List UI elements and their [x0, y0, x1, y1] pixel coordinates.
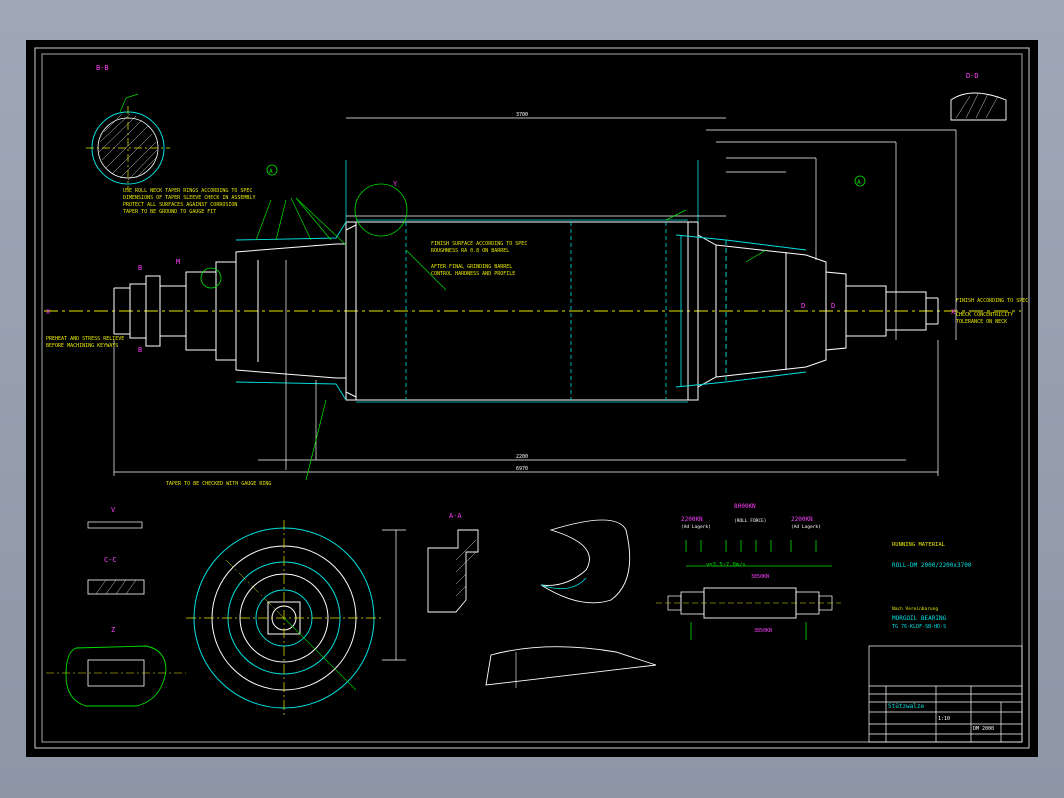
load-1-text: 2200KN [681, 516, 703, 523]
roll-barrel [345, 221, 699, 401]
speed-text: v=3.5~7.0m/s [706, 562, 746, 568]
dim-body-text: 3700 [516, 112, 528, 118]
taper-lines [235, 221, 807, 401]
detail-v-crescent [540, 519, 631, 604]
svg-text:CHECK CONCENTRICITY: CHECK CONCENTRICITY [956, 312, 1013, 318]
load-1-sub: (Ad Lagerk) [681, 524, 711, 530]
marker-b-left-2: B [138, 346, 142, 354]
notes-group: USE ROLL NECK TAPER RINGS ACCORDING TO S… [46, 188, 1028, 487]
title-block-scale: 1:10 [938, 716, 950, 722]
bearing-title: MORGOIL BEARING [892, 615, 947, 622]
marker-d-1: D [801, 302, 805, 310]
dim-texts: 6970 2200 3700 [516, 112, 528, 472]
marker-b-left: B [138, 264, 142, 272]
view-z-label: Z [111, 626, 115, 634]
title-block [868, 645, 1023, 743]
marker-a-left: A [269, 168, 273, 175]
title-block-texts: Stützwalze 1:10 DM 2000 [888, 703, 994, 732]
marker-a-right: A [857, 179, 861, 186]
section-bb-label: B-B [96, 64, 109, 72]
load-bottom-left: 3850KN [751, 574, 769, 580]
roll-left-neck [113, 224, 357, 398]
drawing-sheet: USE ROLL NECK TAPER RINGS ACCORDING TO S… [26, 40, 1038, 757]
view-v-label: V [111, 506, 116, 514]
marker-d-2: D [831, 302, 835, 310]
svg-text:CONTROL HARDNESS AND PROFILE: CONTROL HARDNESS AND PROFILE [431, 271, 515, 277]
load-bottom-right: 3850KN [754, 628, 772, 634]
load-3-sub: (Ad Lagerk) [791, 524, 821, 530]
section-cc-label: C-C [104, 556, 117, 564]
svg-text:TAPER TO BE CHECKED WITH GAUGE: TAPER TO BE CHECKED WITH GAUGE RING [166, 481, 271, 487]
detail-circle-y [354, 183, 408, 237]
section-bb-view [86, 93, 170, 190]
roll-designation: ROLL-DM 2000/2200x3700 [892, 562, 972, 569]
svg-text:FINISH SURFACE ACCORDING TO SP: FINISH SURFACE ACCORDING TO SPEC [431, 241, 527, 247]
title-block-name: Stützwalze [888, 703, 925, 710]
sheet-border-inner [41, 53, 1023, 743]
svg-text:TAPER TO BE GROUND TO GAUGE FI: TAPER TO BE GROUND TO GAUGE FIT [123, 209, 216, 215]
svg-text:FINISH ACCORDING TO SPEC: FINISH ACCORDING TO SPEC [956, 298, 1028, 304]
marker-y: Y [393, 180, 398, 188]
leader-lines [255, 197, 767, 481]
bearing-code: TG 76-KLDF-SB-HD-S [892, 624, 946, 630]
section-dd-view [950, 92, 1007, 121]
load-labels: 2200KN (Ad Lagerk) 8000KN (ROLL FORCE) 2… [681, 503, 821, 634]
svg-text:TOLERANCE ON NECK: TOLERANCE ON NECK [956, 319, 1007, 325]
dim-barrel-text: 2200 [516, 454, 528, 460]
load-3-text: 2200KN [791, 516, 813, 523]
section-aa-view [427, 529, 479, 613]
svg-text:USE ROLL NECK TAPER RINGS ACCO: USE ROLL NECK TAPER RINGS ACCORDING TO S… [123, 188, 252, 194]
marker-x-right: X [951, 308, 956, 316]
load-diagram [656, 540, 841, 640]
load-2-sub: (ROLL FORCE) [734, 518, 767, 524]
marker-x-left: X [46, 308, 51, 316]
right-notes: RUNNING MATERIAL ROLL-DM 2000/2200x3700 … [892, 542, 972, 630]
material-note: RUNNING MATERIAL [892, 542, 946, 548]
section-markers: B-B D-D A-A C-C Z V B B D D M X X Y [46, 64, 979, 634]
svg-text:DIMENSIONS OF TAPER SLEEVE CHE: DIMENSIONS OF TAPER SLEEVE CHECK IN ASSE… [123, 195, 255, 201]
cad-drawing: USE ROLL NECK TAPER RINGS ACCORDING TO S… [34, 47, 1030, 749]
section-aa-label: A-A [449, 512, 462, 520]
section-dd-label: D-D [966, 72, 979, 80]
marker-a-group: A A [266, 164, 866, 187]
svg-text:PROTECT ALL SURFACES AGAINST C: PROTECT ALL SURFACES AGAINST CORROSION [123, 202, 237, 208]
dim-overall-text: 6970 [516, 466, 528, 472]
sheet-border-outer [34, 47, 1030, 749]
svg-text:AFTER FINAL GRINDING BARREL: AFTER FINAL GRINDING BARREL [431, 264, 512, 270]
end-view-dims [382, 529, 406, 661]
barrel-inner-lines [345, 160, 699, 403]
dimension-lines [113, 117, 957, 476]
marker-m: M [176, 258, 180, 266]
load-2-text: 8000KN [734, 503, 756, 510]
view-z-shape [46, 645, 186, 707]
note-right: Nach Vereinbarung [892, 606, 938, 612]
svg-text:BEFORE MACHINING KEYWAYS: BEFORE MACHINING KEYWAYS [46, 343, 118, 349]
title-block-number: DM 2000 [973, 726, 994, 732]
detail-y-view [485, 646, 657, 688]
detail-circle-m [200, 267, 222, 289]
svg-text:PREHEAT AND STRESS RELIEVE: PREHEAT AND STRESS RELIEVE [46, 336, 124, 342]
end-view [186, 520, 382, 716]
roll-right-neck [697, 234, 939, 388]
svg-text:ROUGHNESS RA 0.8 ON BARREL: ROUGHNESS RA 0.8 ON BARREL [431, 248, 509, 254]
section-cc-view [87, 521, 145, 595]
